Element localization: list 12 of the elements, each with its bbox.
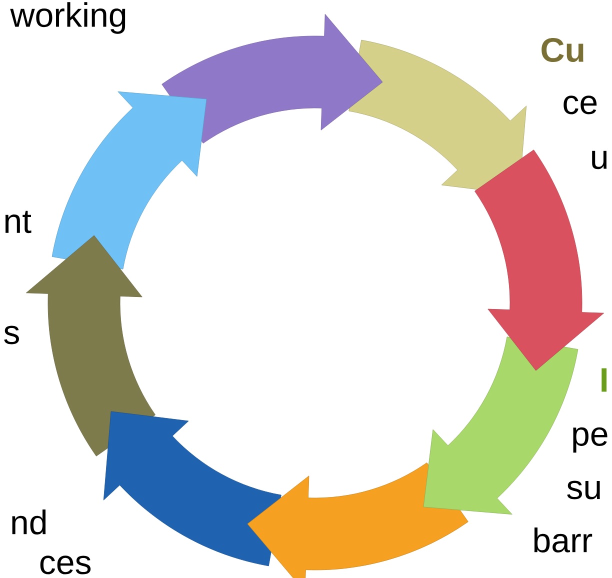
- label-text: Cu: [542, 38, 584, 62]
- label-text: ces: [40, 556, 91, 574]
- label-text: su: [567, 480, 600, 500]
- label-text: ce: [564, 96, 597, 114]
- label-text: I: [602, 368, 607, 392]
- label-text: nd: [12, 510, 46, 534]
- label-text: pe: [573, 427, 608, 453]
- label-text: nt: [5, 210, 32, 234]
- label-text: s: [4, 326, 19, 344]
- label-text: barr: [534, 528, 592, 552]
- label-text: working: [10, 2, 126, 34]
- label-text: u: [592, 150, 607, 170]
